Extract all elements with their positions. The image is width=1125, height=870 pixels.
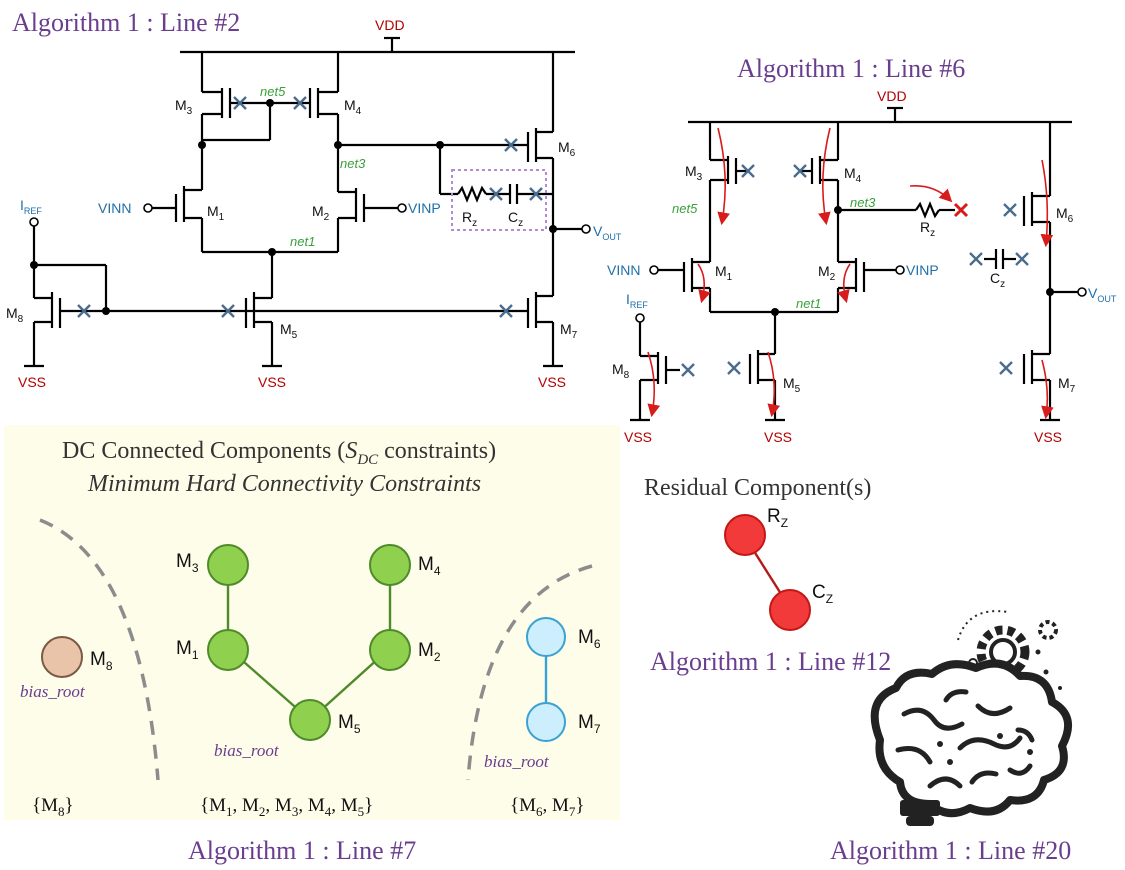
bias-root-m8: bias_root (20, 682, 86, 701)
svg-text:VINN: VINN (607, 262, 640, 278)
dc-panel-title: DC Connected Components (SDC constraints… (62, 438, 496, 468)
svg-text:net3: net3 (850, 195, 876, 210)
svg-text:VSS: VSS (258, 374, 286, 390)
svg-text:VINP: VINP (408, 200, 441, 216)
bias-root-m5: bias_root (214, 741, 280, 760)
svg-text:RZ: RZ (767, 506, 788, 530)
svg-text:Cz: Cz (508, 209, 523, 229)
svg-text:M1: M1 (715, 263, 733, 283)
algo-line12-label: Algorithm 1 : Line #12 (650, 647, 891, 676)
opamp-schematic-right: VDD M3 net5 M4 net3 Rz (607, 88, 1117, 445)
set-green: {M1, M2, M3, M4, M5} (200, 795, 373, 819)
svg-text:M8: M8 (6, 305, 24, 325)
dc-panel-background (4, 425, 620, 820)
set-blue: {M6, M7} (510, 795, 585, 819)
residual-panel: Residual Component(s) RZ CZ (644, 475, 871, 631)
opamp-schematic-left: VDD M3 M4 net5 VINN M1 (6, 17, 622, 390)
svg-text:M2: M2 (312, 203, 330, 223)
algo-line7-label: Algorithm 1 : Line #7 (188, 836, 416, 865)
svg-text:VDD: VDD (877, 88, 907, 104)
svg-text:net1: net1 (796, 296, 821, 311)
svg-text:Rz: Rz (462, 209, 477, 229)
graph-node-m1 (207, 629, 249, 671)
svg-text:VDD: VDD (375, 17, 405, 33)
bias-root-m7: bias_root (484, 752, 550, 771)
svg-text:VOUT: VOUT (1088, 285, 1117, 304)
brain-gear-icon (870, 610, 1073, 826)
svg-text:M4: M4 (844, 165, 862, 185)
svg-text:VINP: VINP (906, 262, 939, 278)
svg-text:net1: net1 (290, 234, 315, 249)
svg-text:M7: M7 (1058, 375, 1076, 395)
graph-node-cz (769, 589, 811, 631)
svg-text:net3: net3 (340, 156, 366, 171)
svg-text:M3: M3 (685, 163, 703, 183)
graph-node-m3 (207, 544, 249, 586)
graph-node-rz (724, 514, 766, 556)
svg-text:VSS: VSS (764, 429, 792, 445)
svg-text:M2: M2 (818, 263, 836, 283)
dc-components-panel: DC Connected Components (SDC constraints… (20, 438, 601, 819)
algo-line20-label: Algorithm 1 : Line #20 (830, 836, 1071, 865)
graph-node-m2 (369, 629, 411, 671)
svg-text:M6: M6 (558, 139, 576, 159)
svg-text:M3: M3 (175, 97, 193, 117)
svg-text:M6: M6 (1056, 205, 1074, 225)
svg-text:M5: M5 (783, 375, 801, 395)
svg-text:IREF: IREF (20, 197, 42, 216)
algo-line6-label: Algorithm 1 : Line #6 (737, 54, 965, 83)
svg-text:M7: M7 (560, 321, 578, 341)
svg-text:Cz: Cz (990, 270, 1005, 290)
graph-node-m8 (41, 636, 83, 678)
graph-node-m4 (369, 544, 411, 586)
svg-text:Rz: Rz (920, 219, 935, 239)
svg-text:VSS: VSS (18, 374, 46, 390)
dc-panel-subtitle: Minimum Hard Connectivity Constraints (87, 471, 481, 497)
svg-text:VOUT: VOUT (593, 223, 622, 242)
residual-title: Residual Component(s) (644, 475, 871, 501)
svg-text:IREF: IREF (626, 291, 648, 310)
graph-node-m6 (526, 617, 566, 657)
svg-text:VSS: VSS (1034, 429, 1062, 445)
svg-text:VSS: VSS (538, 374, 566, 390)
svg-text:net5: net5 (260, 84, 286, 99)
svg-text:VSS: VSS (624, 429, 652, 445)
algo-line2-label: Algorithm 1 : Line #2 (12, 8, 240, 37)
svg-text:M1: M1 (207, 203, 225, 223)
svg-text:M4: M4 (344, 97, 362, 117)
svg-text:M8: M8 (612, 361, 630, 381)
set-m8: {M8} (32, 795, 74, 819)
graph-node-m7 (526, 702, 566, 742)
svg-text:CZ: CZ (812, 582, 833, 606)
graph-node-m5 (289, 699, 331, 741)
svg-text:net5: net5 (672, 201, 698, 216)
svg-text:M5: M5 (280, 321, 298, 341)
svg-text:VINN: VINN (98, 200, 131, 216)
